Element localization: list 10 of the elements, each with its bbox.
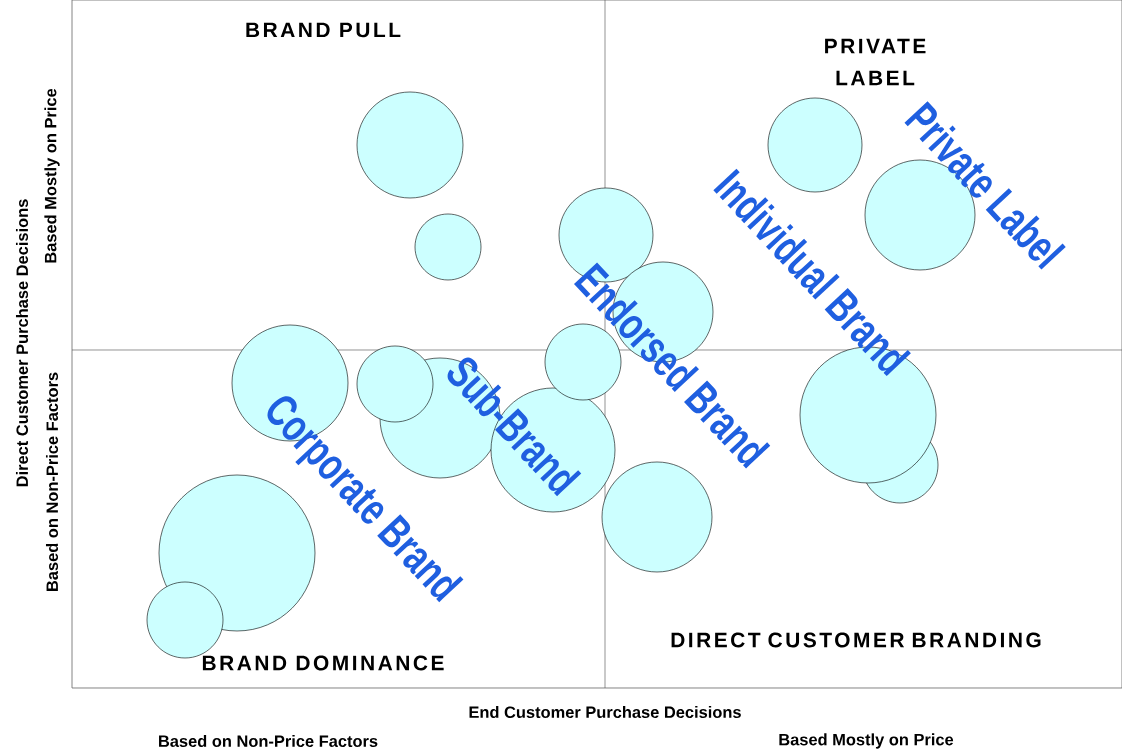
axis-label: End Customer Purchase Decisions: [469, 705, 741, 719]
quadrant-label: DIRECT CUSTOMER BRANDING: [671, 632, 1041, 648]
quadrant-label: BRAND DOMINANCE: [202, 655, 444, 671]
quadrant-label: BRAND PULL: [246, 22, 401, 38]
quadrant-label: PRIVATE LABEL: [825, 38, 926, 86]
axis-label: Based Mostly on Price: [44, 88, 60, 263]
axis-label: Direct Customer Purchase Decisions: [16, 199, 29, 487]
axis-label: Based on Non-Price Factors: [159, 734, 378, 748]
axis-label: Based Mostly on Price: [779, 733, 954, 749]
axis-label: Based on Non-Price Factors: [46, 372, 59, 591]
